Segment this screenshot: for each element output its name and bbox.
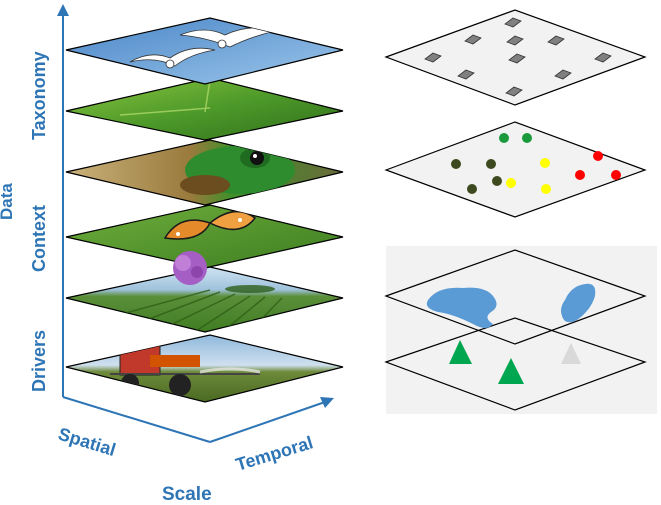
- grid-square-marker: [554, 69, 572, 80]
- grid-square-marker: [506, 35, 524, 46]
- temporal-axis-arrowhead: [320, 397, 334, 408]
- cropfield-photo-layer: [65, 266, 344, 333]
- vertical-axis-arrowhead: [57, 4, 69, 16]
- grid-square-marker: [547, 35, 565, 46]
- grid-square-marker: [457, 69, 475, 80]
- triangle-marker: [561, 343, 581, 364]
- triangle-marker: [498, 358, 524, 384]
- context-label: Context: [29, 205, 49, 272]
- triangle-marker: [449, 340, 472, 364]
- water-bodies-layer: [384, 249, 647, 345]
- triangles-layer: [384, 317, 647, 411]
- dot-marker: [593, 151, 603, 161]
- grid-square-marker: [508, 53, 526, 64]
- spatial-label: Spatial: [56, 424, 118, 460]
- temporal-axis: [209, 401, 326, 443]
- data-axis-label: Data: [0, 183, 16, 220]
- dot-marker: [540, 158, 550, 168]
- axes: [57, 4, 334, 443]
- water-blob: [561, 283, 596, 323]
- scale-label: Scale: [162, 484, 212, 505]
- dot-marker: [486, 159, 496, 169]
- map-layer-panel: [384, 246, 657, 414]
- dot-marker: [522, 133, 532, 143]
- grid-squares-layer: [384, 9, 647, 106]
- dot-marker: [499, 133, 509, 143]
- grid-square-marker: [424, 52, 442, 63]
- spatial-axis: [62, 396, 211, 443]
- dot-marker: [451, 159, 461, 169]
- dot-marker: [541, 184, 551, 194]
- grid-square-marker: [464, 34, 482, 45]
- butterfly-photo-layer: [65, 204, 344, 269]
- seagulls-photo-layer: [65, 17, 344, 85]
- temporal-label: Temporal: [233, 432, 315, 474]
- water-blob: [426, 287, 497, 328]
- frog-photo-layer: [65, 139, 344, 206]
- thistle-flower: [173, 251, 207, 285]
- dot-marker: [492, 176, 502, 186]
- colored-dots-layer: [384, 121, 647, 218]
- grid-square-marker: [504, 17, 522, 28]
- sprayer-photo-layer: [65, 334, 344, 403]
- grass-photo-layer: [65, 77, 344, 141]
- taxonomy-label: Taxonomy: [29, 51, 49, 140]
- grid-square-marker: [505, 86, 523, 97]
- dot-marker: [506, 178, 516, 188]
- dot-marker: [611, 170, 621, 180]
- dot-marker: [575, 170, 585, 180]
- dot-marker: [467, 184, 477, 194]
- drivers-label: Drivers: [29, 330, 49, 392]
- grid-square-marker: [594, 52, 612, 63]
